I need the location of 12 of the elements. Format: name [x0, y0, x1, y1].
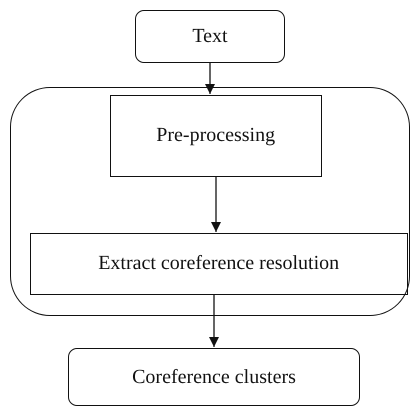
node-label: Text [192, 25, 228, 48]
output-box [68, 348, 360, 406]
input-box [135, 10, 285, 63]
process-box [30, 232, 408, 295]
arrow [205, 63, 215, 94]
group-container [10, 87, 410, 316]
arrow [209, 295, 219, 347]
node-label: Pre-processing [156, 124, 276, 148]
node-label: Coreference clusters [132, 366, 296, 388]
arrow [211, 177, 221, 232]
process-box [110, 94, 322, 177]
node-label: Extract coreference resolution [98, 252, 340, 276]
